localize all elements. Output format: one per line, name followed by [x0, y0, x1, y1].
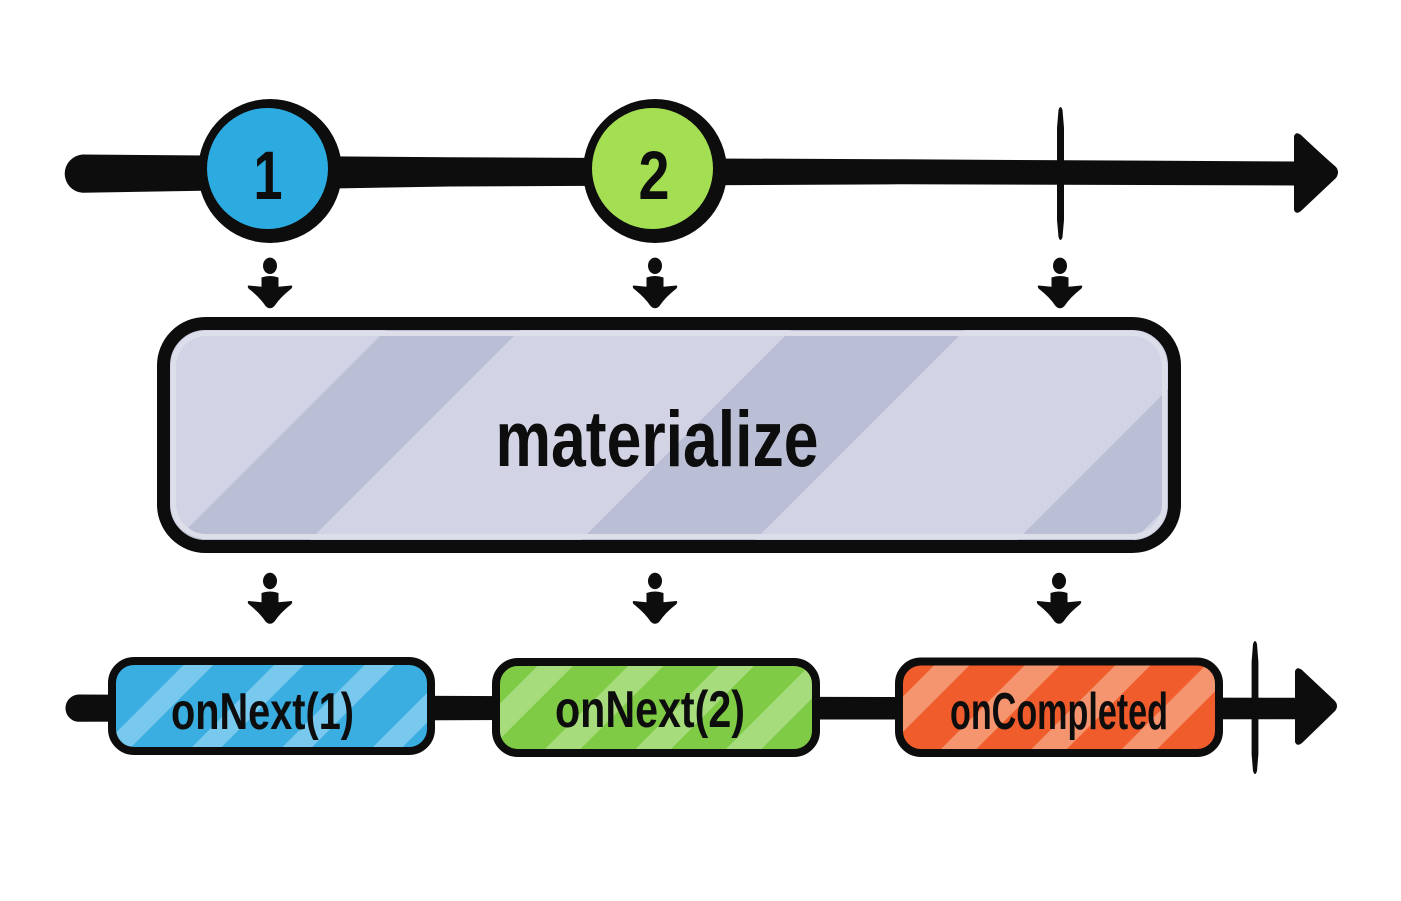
svg-text:onNext(1): onNext(1)	[171, 683, 354, 741]
svg-text:onCompleted: onCompleted	[950, 683, 1168, 741]
svg-text:onNext(2): onNext(2)	[555, 681, 745, 739]
svg-text:1: 1	[254, 137, 283, 214]
svg-text:2: 2	[639, 137, 670, 214]
svg-text:materialize: materialize	[496, 394, 819, 483]
